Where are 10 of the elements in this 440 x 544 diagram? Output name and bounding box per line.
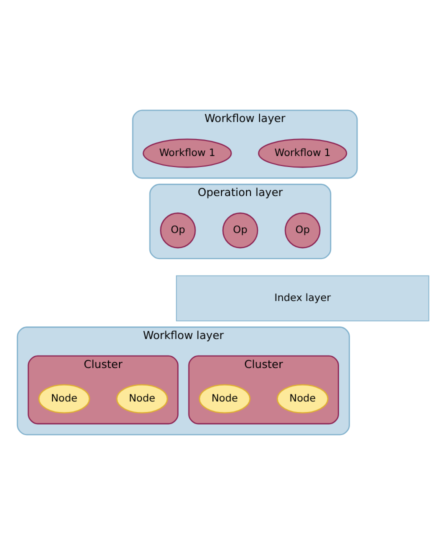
node-box: Index layer xyxy=(176,274,430,321)
node-ellipse: Node xyxy=(116,384,168,413)
node-circle: Op xyxy=(160,212,196,248)
node-ellipse: Workflow 1 xyxy=(142,138,232,168)
node-ellipse: Node xyxy=(276,384,328,413)
node-ellipse: Node xyxy=(38,384,90,413)
node-circle: Op xyxy=(222,212,258,248)
node-ellipse: Workflow 1 xyxy=(258,138,348,168)
node-circle: Op xyxy=(284,212,320,248)
node-ellipse: Node xyxy=(198,384,251,413)
